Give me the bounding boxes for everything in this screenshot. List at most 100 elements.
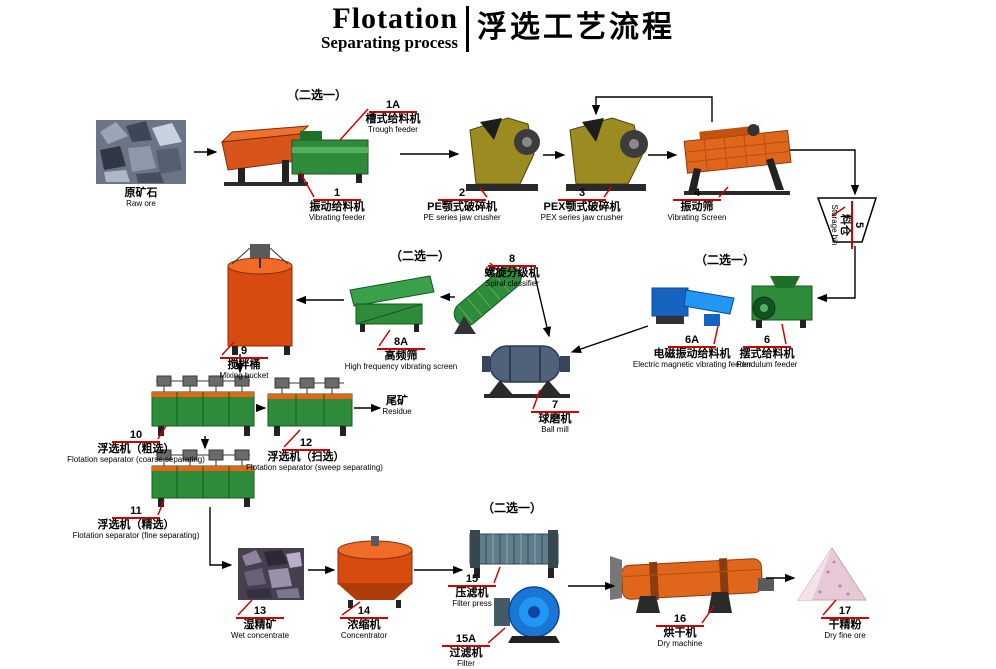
- concentrator-illustration: [337, 536, 413, 608]
- label-number: 8A: [377, 336, 425, 350]
- label-number: 15A: [442, 633, 490, 647]
- label-vibrating-screen: 4 振动筛 Vibrating Screen: [647, 184, 747, 222]
- label-en: Ball mill: [541, 424, 569, 434]
- choose-one-note-classifier: （二选一）: [389, 249, 450, 263]
- label-zh: 高频筛: [384, 350, 418, 362]
- label-zh: 搅拌桶: [227, 359, 261, 371]
- label-wet-concentrate: 13 湿精矿 Wet concentrate: [205, 602, 315, 640]
- label-zh: 电磁振动给料机: [653, 348, 731, 360]
- label-number: 3: [558, 187, 606, 201]
- label-zh: 过滤机: [449, 647, 483, 659]
- title-chinese: 浮选工艺流程: [477, 11, 676, 44]
- label-pe-jaw-crusher: 2 PE颚式破碎机 PE series jaw crusher: [402, 184, 522, 222]
- page-title: Flotation Separating process 浮选工艺流程: [0, 4, 996, 52]
- label-en: Mixing bucket: [219, 370, 269, 380]
- label-zh: PE颚式破碎机: [427, 201, 497, 213]
- label-zh: 浓缩机: [347, 619, 381, 631]
- label-en: Vibrating Screen: [667, 212, 727, 222]
- label-en: Trough feeder: [368, 124, 418, 134]
- label-number: 4: [673, 187, 721, 201]
- label-zh: 料仓: [839, 214, 851, 236]
- label-filter: 15A 过滤机 Filter: [416, 630, 516, 668]
- label-en: Flotation separator (sweep separating): [246, 462, 383, 472]
- label-en: Spiral classifier: [485, 278, 539, 288]
- flotation-coarse-illustration: [151, 375, 255, 436]
- label-zh: 浮选机（扫选）: [267, 451, 345, 463]
- label-zh: 湿精矿: [243, 619, 277, 631]
- label-zh: PEX颚式破碎机: [543, 201, 621, 213]
- label-zh: 烘干机: [663, 627, 697, 639]
- label-dry-fine-ore: 17 干精粉 Dry fine ore: [795, 602, 895, 640]
- label-zh: 浮选机（精选）: [97, 519, 175, 531]
- label-en: Filter: [457, 658, 475, 668]
- label-flotation-fine: 11 浮选机（精选） Flotation separator (fine sep…: [66, 502, 206, 540]
- raw-ore-image: [96, 120, 186, 184]
- label-mixing-bucket: 9 搅拌桶 Mixing bucket: [194, 342, 294, 380]
- label-pex-jaw-crusher: 3 PEX颚式破碎机 PEX series jaw crusher: [522, 184, 642, 222]
- title-english: Flotation Separating process: [321, 4, 458, 52]
- label-number: 17: [821, 605, 869, 619]
- title-divider: [466, 6, 470, 52]
- label-zh: 尾矿: [386, 395, 408, 407]
- electromagnetic-feeder-illustration: [651, 287, 735, 326]
- label-en: Filter press: [452, 598, 492, 608]
- label-en: High frequency vibrating screen: [344, 361, 458, 371]
- label-flotation-sweep: 12 浮选机（扫选） Flotation separator (sweep se…: [246, 434, 383, 472]
- label-number: 13: [236, 605, 284, 619]
- label-number: 8: [488, 253, 536, 267]
- label-en: Raw ore: [126, 198, 156, 208]
- label-en: Concentrator: [340, 630, 388, 640]
- pendulum-feeder-illustration: [751, 276, 813, 328]
- label-number: 1A: [369, 99, 417, 113]
- vibrating-screen-illustration: [683, 124, 792, 195]
- label-en: Electric magnetic vibrating feeder: [632, 359, 752, 369]
- label-en: PEX series jaw crusher: [540, 212, 624, 222]
- choose-one-note-feeders: （二选一）: [286, 88, 347, 102]
- leader-lines-layer: [157, 108, 846, 644]
- flotation-sweep-illustration: [267, 377, 353, 436]
- label-number: 14: [340, 605, 388, 619]
- label-residue: 尾矿 Residue: [362, 395, 432, 416]
- mixing-bucket-illustration: [227, 244, 293, 355]
- high-frequency-screen-illustration: [349, 275, 435, 332]
- filter-press-illustration: [469, 530, 559, 578]
- label-zh: 振动给料机: [309, 201, 365, 213]
- choose-one-note-filters: （二选一）: [481, 501, 542, 515]
- label-zh: 槽式给料机: [365, 113, 421, 125]
- label-dryer: 16 烘干机 Dry machine: [625, 610, 735, 648]
- label-number: 2: [438, 187, 486, 201]
- label-number: 1: [313, 187, 361, 201]
- label-number: 12: [282, 437, 330, 451]
- pex-jaw-crusher-illustration: [566, 117, 648, 191]
- label-number: 5: [851, 201, 865, 249]
- label-zh: 摆式给料机: [739, 348, 795, 360]
- label-high-frequency-screen: 8A 高频筛 High frequency vibrating screen: [341, 333, 461, 371]
- label-trough-feeder: 1A 槽式给料机 Trough feeder: [343, 96, 443, 134]
- label-number: 6A: [668, 334, 716, 348]
- label-electromagnetic-feeder: 6A 电磁振动给料机 Electric magnetic vibrating f…: [627, 331, 757, 369]
- label-number: 11: [112, 505, 160, 519]
- ball-mill-illustration: [482, 345, 570, 398]
- label-en: Flotation separator (fine separating): [72, 530, 200, 540]
- dryer-illustration: [610, 556, 774, 613]
- label-zh: 浮选机（粗选）: [97, 443, 175, 455]
- label-en: PE series jaw crusher: [423, 212, 501, 222]
- trough-feeder-illustration: [291, 131, 369, 183]
- label-zh: 螺旋分级机: [484, 267, 540, 279]
- label-zh: 干精粉: [828, 619, 862, 631]
- label-en: Pendulum feeder: [736, 359, 798, 369]
- label-en: Storage bin: [830, 204, 840, 246]
- storage-bin-illustration: [816, 197, 878, 243]
- label-storage-bin: 5 料仓 Storage bin: [830, 198, 868, 252]
- label-filter-press: 15 压滤机 Filter press: [422, 570, 522, 608]
- label-vibrating-feeder: 1 振动给料机 Vibrating feeder: [282, 184, 392, 222]
- label-pendulum-feeder: 6 摆式给料机 Pendulum feeder: [722, 331, 812, 369]
- label-ball-mill: 7 球磨机 Ball mill: [510, 396, 600, 434]
- spiral-classifier-illustration: [453, 265, 522, 334]
- label-number: 10: [112, 429, 160, 443]
- label-number: 15: [448, 573, 496, 587]
- pe-jaw-crusher-illustration: [466, 117, 540, 191]
- label-en: Wet concentrate: [230, 630, 290, 640]
- label-zh: 压滤机: [455, 587, 489, 599]
